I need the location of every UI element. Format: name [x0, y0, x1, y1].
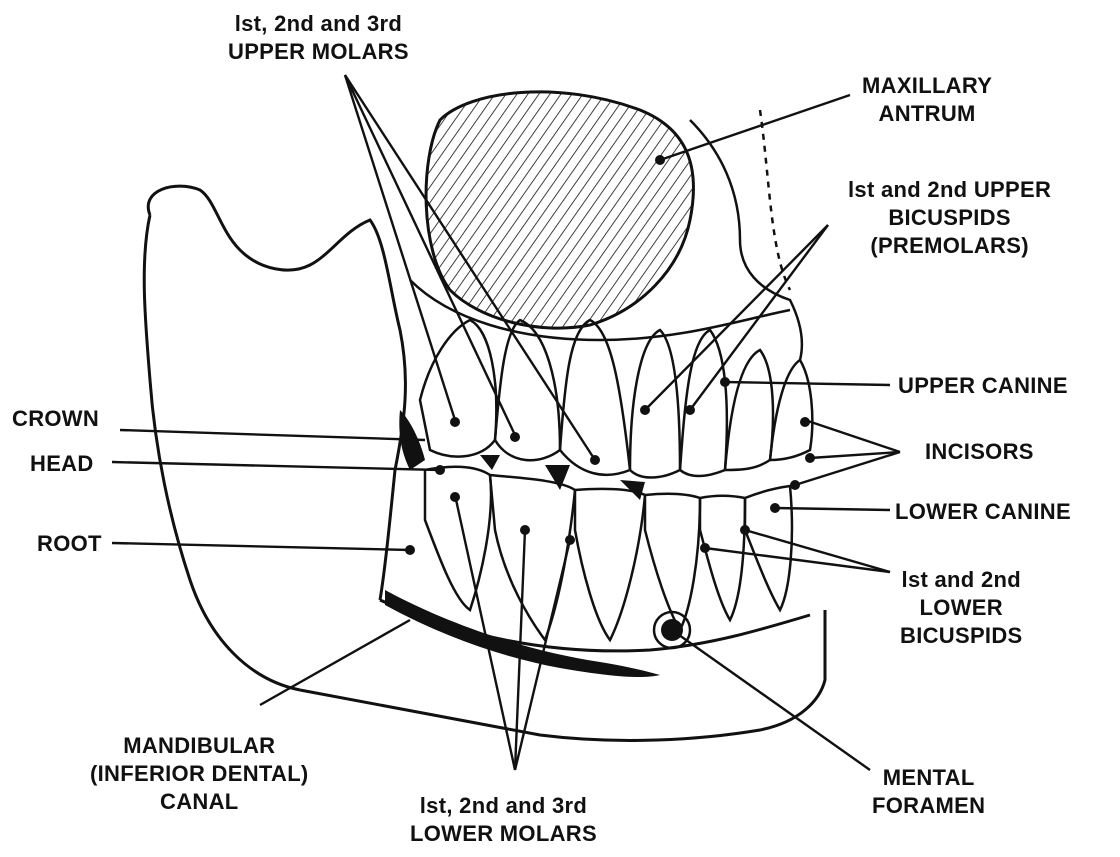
mandible-body: [300, 600, 825, 740]
label-lower-canine: LOWER CANINE: [895, 498, 1071, 526]
upper-teeth: [420, 320, 812, 478]
label-head: HEAD: [30, 450, 94, 478]
label-mandibular-canal: MANDIBULAR(INFERIOR DENTAL)CANAL: [90, 732, 309, 816]
label-upper-canine: UPPER CANINE: [898, 372, 1068, 400]
label-crown: CROWN: [12, 405, 99, 433]
interdental-shading: [399, 410, 645, 500]
maxillary-antrum-shape: [426, 92, 693, 328]
label-incisors: INCISORS: [925, 438, 1034, 466]
label-root: ROOT: [37, 530, 102, 558]
